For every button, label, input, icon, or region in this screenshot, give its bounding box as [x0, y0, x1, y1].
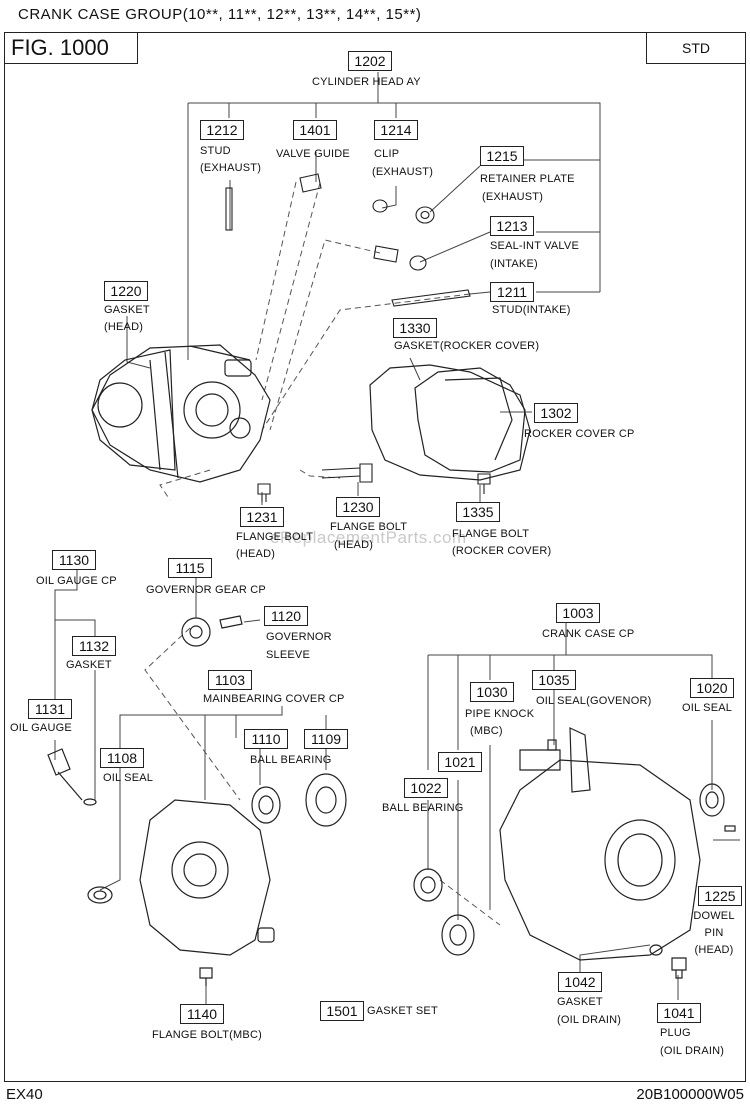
left-parts-drawing	[47, 615, 347, 986]
part-label: (MBC)	[470, 725, 503, 737]
part-label: (EXHAUST)	[372, 166, 434, 178]
part-number[interactable]: 1042	[558, 972, 602, 992]
part-number[interactable]: 1110	[244, 729, 288, 749]
part-number[interactable]: 1108	[100, 748, 144, 768]
part-number[interactable]: 1302	[534, 403, 578, 423]
part-label: VALVE GUIDE	[276, 148, 350, 160]
part-label: (EXHAUST)	[200, 162, 262, 174]
part-label: GASKET SET	[367, 1005, 438, 1017]
part-number[interactable]: 1202	[348, 51, 392, 71]
part-number[interactable]: 1120	[264, 606, 308, 626]
part-number[interactable]: 1022	[404, 778, 448, 798]
part-label: GASKET	[557, 996, 603, 1008]
std-label: STD	[646, 32, 746, 64]
part-label: (HEAD)	[104, 321, 144, 333]
part-label: CRANK CASE CP	[542, 628, 635, 640]
part-number[interactable]: 1213	[490, 216, 534, 236]
part-label: FLANGE BOLT(MBC)	[152, 1029, 262, 1041]
part-number[interactable]: 1132	[72, 636, 116, 656]
part-label: (OIL DRAIN)	[557, 1014, 622, 1026]
part-number[interactable]: 1231	[240, 507, 284, 527]
part-number[interactable]: 1330	[393, 318, 437, 338]
part-number[interactable]: 1130	[52, 550, 96, 570]
part-label: CYLINDER HEAD AY	[312, 76, 421, 88]
part-number[interactable]: 1401	[293, 120, 337, 140]
part-label: GOVERNOR	[266, 631, 332, 643]
part-label: OIL SEAL(GOVENOR)	[536, 695, 652, 707]
part-label: PIN	[704, 927, 724, 939]
part-number[interactable]: 1212	[200, 120, 244, 140]
crank-case-drawing	[413, 727, 736, 979]
part-number[interactable]: 1020	[690, 678, 734, 698]
part-number[interactable]: 1041	[657, 1003, 701, 1023]
part-number[interactable]: 1115	[168, 558, 212, 578]
part-label: FLANGE BOLT	[452, 528, 530, 540]
rocker-cover-drawing	[369, 364, 531, 481]
leader-lines-right	[427, 623, 740, 1000]
part-number[interactable]: 1109	[304, 729, 348, 749]
diagram-frame	[4, 32, 746, 1082]
part-label: OIL GAUGE CP	[36, 575, 117, 587]
part-label: (EXHAUST)	[482, 191, 544, 203]
part-label: RETAINER PLATE	[480, 173, 575, 185]
part-label: PIPE KNOCK	[465, 708, 535, 720]
part-label: (OIL DRAIN)	[660, 1045, 725, 1057]
part-label: STUD	[200, 145, 231, 157]
part-label: BALL BEARING	[250, 754, 332, 766]
part-number[interactable]: 1215	[480, 146, 524, 166]
part-label: FLANGE BOLT	[330, 521, 408, 533]
part-number[interactable]: 1103	[208, 670, 252, 690]
part-number[interactable]: 1220	[104, 281, 148, 301]
part-label: GASKET	[104, 304, 150, 316]
part-label: OIL GAUGE	[10, 722, 72, 734]
part-label: OIL SEAL	[103, 772, 154, 784]
part-label: (HEAD)	[334, 539, 374, 551]
part-label: DOWEL	[693, 910, 735, 922]
part-label: SLEEVE	[266, 649, 311, 661]
watermark: eReplacementParts.com	[270, 528, 467, 547]
part-number[interactable]: 1035	[532, 670, 576, 690]
page-title: CRANK CASE GROUP(10**, 11**, 12**, 13**,…	[18, 6, 422, 23]
part-label: MAINBEARING COVER CP	[203, 693, 345, 705]
part-number[interactable]: 1214	[374, 120, 418, 140]
part-label: STUD(INTAKE)	[492, 304, 571, 316]
document-code: 20B100000W05	[636, 1086, 744, 1103]
part-label: SEAL-INT VALVE	[490, 240, 580, 252]
part-label: (INTAKE)	[490, 258, 538, 270]
part-number[interactable]: 1030	[470, 682, 514, 702]
small-parts-head	[225, 173, 491, 502]
part-number[interactable]: 1140	[180, 1004, 224, 1024]
part-label: GOVERNOR GEAR CP	[146, 584, 266, 596]
part-label: (ROCKER COVER)	[452, 545, 552, 557]
part-label: CLIP	[374, 148, 400, 160]
part-label: OIL SEAL	[682, 702, 733, 714]
part-label: ROCKER COVER CP	[524, 428, 635, 440]
part-number[interactable]: 1501	[320, 1001, 364, 1021]
part-label: PLUG	[660, 1027, 691, 1039]
part-number[interactable]: 1211	[490, 282, 534, 302]
figure-number: FIG. 1000	[4, 32, 138, 64]
part-number[interactable]: 1131	[28, 699, 72, 719]
part-label: GASKET	[66, 659, 112, 671]
part-number[interactable]: 1003	[556, 603, 600, 623]
part-label: GASKET(ROCKER COVER)	[394, 340, 540, 352]
part-label: (HEAD)	[694, 944, 734, 956]
part-number[interactable]: 1230	[336, 497, 380, 517]
part-label: BALL BEARING	[382, 802, 464, 814]
dashed-alignment-lines	[144, 181, 501, 926]
part-number[interactable]: 1021	[438, 752, 482, 772]
model-code: EX40	[6, 1086, 43, 1103]
part-number[interactable]: 1335	[456, 502, 500, 522]
part-number[interactable]: 1225	[698, 886, 742, 906]
part-label: (HEAD)	[236, 548, 276, 560]
part-label: FLANGE BOLT	[236, 531, 314, 543]
cylinder-head-drawing	[91, 344, 271, 483]
